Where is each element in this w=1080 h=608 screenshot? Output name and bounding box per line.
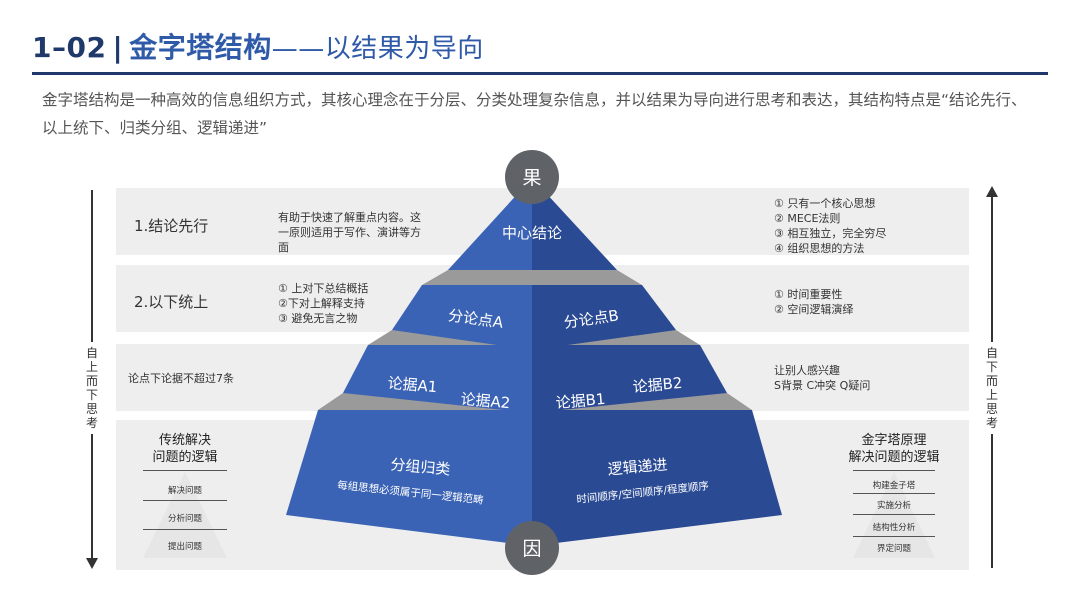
title-main: 金字塔结构: [129, 31, 272, 64]
left-axis-line-bottom: [91, 434, 93, 560]
list-item: ② 空间逻辑演绎: [774, 303, 854, 316]
band-2-label: 2.以下统上: [134, 293, 209, 311]
tier3-label-a2: 论据A2: [460, 390, 511, 412]
right-mini-level-1: 构建金子塔: [872, 481, 916, 491]
pyramid-tier-2-left: [392, 285, 532, 350]
band-1-right-list: ① 只有一个核心思想 ② MECE法则 ③ 相互独立，完全穷尽 ④ 组织思想的方…: [774, 196, 964, 256]
list-item: ① 上对下总结概括: [278, 282, 369, 295]
band-3-left-text: 论点下论据不超过7条: [128, 372, 234, 385]
cause-circle: [505, 521, 559, 575]
right-mini-title: 金字塔原理 解决问题的逻辑: [848, 433, 940, 465]
left-mini-rule-3: [143, 529, 227, 530]
pyramid-tier-3-left: [343, 345, 532, 413]
left-mini-rule-2: [143, 500, 227, 501]
band-1-left-text: 有助于快速了解重点内容。这一原则适用于写作、演讲等方面: [278, 211, 421, 254]
apex-label: 中心结论: [502, 224, 562, 242]
list-item: 让别人感兴趣: [774, 364, 840, 377]
pyramid-tier-3-right: [532, 345, 727, 413]
down-arrow-icon: [86, 558, 98, 569]
list-item: ① 时间重要性: [774, 288, 843, 301]
left-mini-level-1: 解决问题: [167, 486, 202, 496]
list-item: ③ 相互独立，完全穷尽: [774, 227, 887, 240]
tier3-label-a1: 论据A1: [387, 374, 438, 396]
list-item: ③ 避免无言之物: [278, 312, 358, 325]
left-mini-level-3: 提出问题: [167, 542, 202, 552]
cause-circle-label: 因: [522, 538, 541, 560]
left-mini-title: 传统解决 问题的逻辑: [152, 433, 218, 465]
right-mini-level-3: 结构性分析: [872, 523, 916, 533]
intro-paragraph: 金字塔结构是一种高效的信息组织方式，其核心理念在于分层、分类处理复杂信息，并以结…: [42, 91, 1027, 137]
left-mini-pyramid: [143, 472, 227, 558]
list-item: ②下对上解释支持: [278, 297, 365, 310]
right-mini-level-2: 实施分析: [876, 501, 911, 511]
list-item: ② MECE法则: [774, 212, 841, 225]
right-axis-line-top: [991, 196, 993, 342]
title-underline: [32, 72, 1048, 75]
pyramid-tier-1-right: [532, 178, 617, 270]
list-item: ① 只有一个核心思想: [774, 197, 876, 210]
band-3-right-list: 让别人感兴趣 S背景 C冲突 Q疑问: [774, 363, 964, 393]
pyramid-base-right: [532, 410, 782, 546]
band-2-left-list: ① 上对下总结概括 ②下对上解释支持 ③ 避免无言之物: [278, 281, 428, 326]
right-mini-rule-4: [853, 536, 935, 537]
page-title: 1–02|金字塔结构——以结果为导向: [32, 26, 484, 66]
left-axis-line-top: [91, 190, 93, 342]
right-axis-line-bottom: [991, 434, 993, 568]
left-mini-rule-1: [143, 470, 227, 471]
pyramid-base-left: [286, 410, 532, 546]
list-item: S背景 C冲突 Q疑问: [774, 379, 871, 392]
result-circle-label: 果: [522, 167, 541, 189]
title-subtitle: ——以结果为导向: [271, 34, 484, 64]
right-mini-level-4: 界定问题: [876, 544, 911, 554]
pyramid-tier-1-left: [448, 178, 532, 270]
section-number: 1–02: [32, 31, 107, 64]
result-circle: [505, 150, 559, 204]
tier3-label-b1: 论据B1: [555, 390, 606, 412]
up-arrow-icon: [986, 186, 998, 197]
list-item: ④ 组织思想的方法: [774, 242, 865, 255]
pyramid-tier-2-right: [532, 285, 676, 350]
right-mini-rule-1: [853, 470, 935, 471]
right-mini-rule-2: [853, 493, 935, 494]
left-axis-label: 自上而下思考: [85, 346, 98, 430]
base-left-title: 分组归类: [390, 455, 451, 478]
tier3-label-b2: 论据B2: [632, 374, 683, 396]
left-mini-level-2: 分析问题: [167, 514, 202, 524]
right-mini-rule-3: [853, 514, 935, 515]
band-2-right-list: ① 时间重要性 ② 空间逻辑演绎: [774, 287, 964, 317]
right-axis-label: 自下而上思考: [985, 346, 998, 430]
band-1-label: 1.结论先行: [134, 217, 209, 235]
pyramid-separator-1: [422, 270, 642, 285]
title-separator: |: [112, 31, 124, 64]
base-right-title: 逻辑递进: [607, 455, 668, 478]
